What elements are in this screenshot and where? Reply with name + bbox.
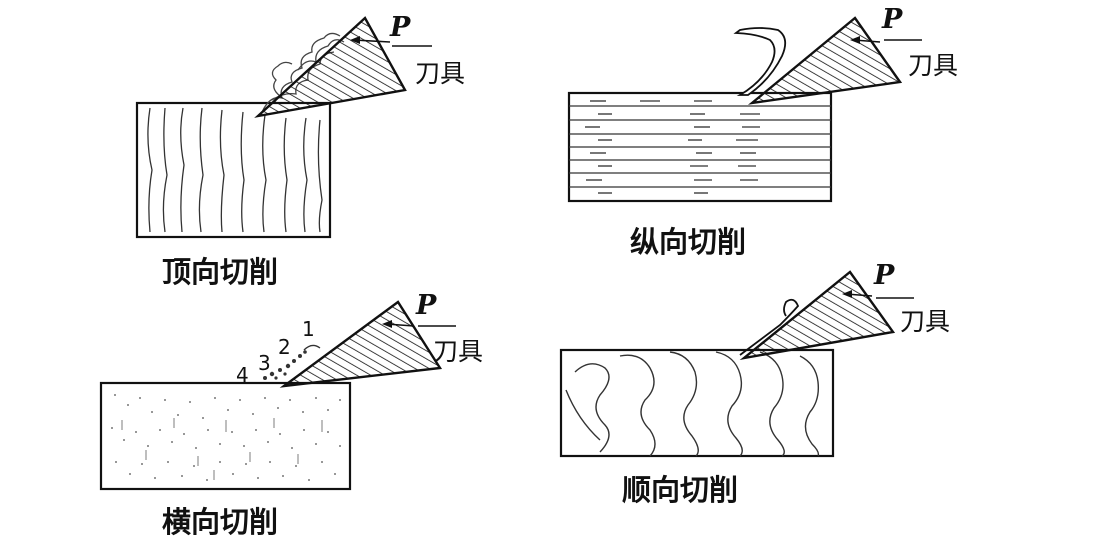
cutting-tool <box>279 300 443 388</box>
cutting-tool <box>747 16 903 105</box>
wood-block-with-grain <box>559 348 835 458</box>
curling-chip <box>739 298 800 356</box>
chip-number-1: 1 <box>302 317 315 341</box>
panel-top-right: P 刀具 纵向切削 <box>567 4 958 259</box>
force-label: P <box>389 12 411 43</box>
fiber-dashes <box>585 100 760 194</box>
cross-grain-dots <box>111 394 341 481</box>
wavy-grain-lines <box>565 351 820 457</box>
tool-label: 刀具 <box>908 51 958 80</box>
chip-number-3: 3 <box>258 351 271 375</box>
caption-with-grain: 顺向切削 <box>622 473 738 507</box>
caption-end-grain: 顶向切削 <box>162 255 278 289</box>
chip-fragment-1 <box>303 344 321 351</box>
fragment-chips <box>263 350 307 380</box>
endgrain-lines <box>147 107 323 233</box>
wood-block-endgrain <box>135 101 332 239</box>
force-arrow-head <box>382 320 392 328</box>
cutting-tool <box>254 16 407 118</box>
panel-bottom-right: P 刀具 顺向切削 <box>559 260 950 507</box>
tool-label: 刀具 <box>900 307 950 336</box>
force-arrow-head <box>850 36 860 44</box>
chip-number-2: 2 <box>278 335 291 359</box>
continuous-chip <box>733 27 787 96</box>
caption-transverse: 横向切削 <box>162 505 278 539</box>
cutting-tool <box>739 270 896 360</box>
wood-block-transverse <box>99 381 352 491</box>
force-label: P <box>873 260 895 291</box>
longitudinal-fibers <box>569 105 831 188</box>
tool-label: 刀具 <box>433 337 483 366</box>
cross-grain-strokes <box>121 418 323 480</box>
panel-top-left: P 刀具 顶向切削 <box>135 12 465 289</box>
force-arrow-head <box>842 290 852 298</box>
force-arrow-head <box>350 36 360 44</box>
tool-label: 刀具 <box>415 59 465 88</box>
caption-longitudinal: 纵向切削 <box>630 225 746 259</box>
panel-bottom-left: P 刀具 1 2 3 4 横向切削 <box>99 290 483 539</box>
force-label: P <box>881 4 903 35</box>
chip-number-4: 4 <box>236 363 249 387</box>
force-label: P <box>415 290 437 321</box>
